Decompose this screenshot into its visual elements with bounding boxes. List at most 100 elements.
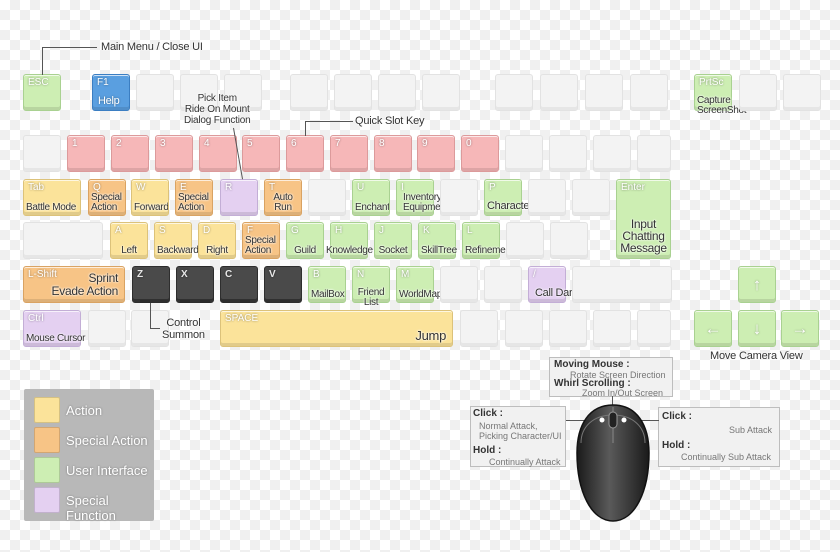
key-ralt[interactable] [460, 310, 498, 347]
key-f12[interactable] [630, 74, 668, 111]
key-extra[interactable] [637, 310, 671, 347]
key-f4[interactable] [224, 74, 262, 111]
key-3[interactable]: 3 [155, 135, 193, 172]
key-o[interactable] [440, 179, 478, 216]
key-j[interactable]: J Socket [374, 222, 412, 259]
key-f8[interactable] [422, 74, 460, 111]
zxcv-leader-v [150, 303, 151, 329]
key-esc[interactable]: ESC [23, 74, 61, 111]
key-f1[interactable]: F1 Help [92, 74, 130, 111]
key-9[interactable]: 9 [417, 135, 455, 172]
key-rbracket[interactable] [572, 179, 610, 216]
legend-swatch-user-interface [34, 457, 60, 483]
key-lshift[interactable]: L-Shift Sprint Evade Action [23, 266, 125, 303]
key-i[interactable]: I Inventory Equipment [396, 179, 448, 216]
key-comma[interactable] [440, 266, 478, 303]
key-rwin[interactable] [505, 310, 543, 347]
key-backspace[interactable] [637, 135, 671, 172]
key-g[interactable]: G Guild [286, 222, 324, 259]
key-space[interactable]: SPACE Jump [220, 310, 453, 347]
key-capslock[interactable] [23, 222, 103, 259]
key-l[interactable]: L Refinement [462, 222, 513, 259]
mouse-scroll-title: Whirl Scrolling : [554, 378, 631, 389]
key-d[interactable]: D Right [198, 222, 236, 259]
key-0[interactable]: 0 [461, 135, 499, 172]
key-e[interactable]: E Special Action [175, 179, 213, 216]
key-enter-action: Input Chatting Message [620, 217, 667, 255]
key-e-action: Special Action [178, 192, 209, 213]
key-period[interactable] [484, 266, 522, 303]
key-enter[interactable]: Enter Input Chatting Message [616, 179, 671, 259]
key-minus[interactable] [505, 135, 543, 172]
key-slash-label: / [533, 269, 536, 280]
right-click-title: Click : [662, 411, 693, 422]
key-5-label: 5 [247, 138, 253, 149]
key-w[interactable]: W Forward [131, 179, 169, 216]
key-a[interactable]: A Left [110, 222, 148, 259]
key-ctrl[interactable]: Ctrl Mouse Cursor [23, 310, 86, 347]
key-h[interactable]: H Knowledge [326, 222, 373, 259]
key-slash[interactable]: / Call DarkSpirit [528, 266, 601, 303]
key-f11[interactable] [585, 74, 623, 111]
key-pause[interactable] [783, 74, 821, 111]
key-t[interactable]: T Auto Run [264, 179, 302, 216]
key-backtick[interactable] [23, 135, 61, 172]
key-p[interactable]: P Character Info [484, 179, 553, 216]
key-v[interactable]: V [264, 266, 302, 303]
key-scrolllock[interactable] [739, 74, 777, 111]
key-z[interactable]: Z [132, 266, 170, 303]
left-hold-title: Hold : [473, 445, 502, 456]
key-f5[interactable] [290, 74, 328, 111]
key-l-label: L [467, 225, 473, 236]
right-hold-desc: Continually Sub Attack [681, 452, 772, 462]
key-arrow-right[interactable]: → [781, 310, 819, 347]
key-4-label: 4 [204, 138, 210, 149]
key-tab[interactable]: Tab Battle Mode [23, 179, 81, 216]
key-x[interactable]: X [176, 266, 214, 303]
key-r[interactable]: R [220, 179, 258, 216]
key-q[interactable]: Q Special Action [88, 179, 126, 216]
key-8[interactable]: 8 [374, 135, 412, 172]
key-q-label: Q [93, 182, 101, 193]
key-5[interactable]: 5 [242, 135, 280, 172]
key-4[interactable]: 4 [199, 135, 237, 172]
key-m[interactable]: M WorldMap [396, 266, 442, 303]
key-rctrl[interactable] [593, 310, 631, 347]
key-u[interactable]: U Enchant [352, 179, 390, 216]
key-c[interactable]: C [220, 266, 258, 303]
key-arrow-up[interactable]: ↑ [738, 266, 776, 303]
key-lbracket[interactable] [528, 179, 566, 216]
key-rshift[interactable] [572, 266, 672, 303]
key-f2[interactable] [136, 74, 174, 111]
key-f10[interactable] [540, 74, 578, 111]
key-b-action: MailBox [311, 289, 345, 300]
key-f9[interactable] [495, 74, 533, 111]
key-2[interactable]: 2 [111, 135, 149, 172]
key-prtsc[interactable]: PrtSc Capture ScreenShot [694, 74, 747, 116]
key-7[interactable]: 7 [330, 135, 368, 172]
key-quote[interactable] [550, 222, 588, 259]
key-y[interactable] [308, 179, 346, 216]
key-b[interactable]: B MailBox [308, 266, 346, 303]
key-6-label: 6 [291, 138, 297, 149]
key-l-action: Refinement [465, 245, 514, 256]
key-semicolon[interactable] [506, 222, 544, 259]
key-equals[interactable] [549, 135, 587, 172]
key-menu[interactable] [549, 310, 587, 347]
key-n[interactable]: N Friend List [352, 266, 390, 308]
key-1[interactable]: 1 [67, 135, 105, 172]
key-win[interactable] [88, 310, 126, 347]
key-arrow-left[interactable]: ← [694, 310, 732, 347]
key-backslash[interactable] [593, 135, 631, 172]
key-k[interactable]: K SkillTree [418, 222, 457, 259]
key-f6[interactable] [334, 74, 372, 111]
key-f7[interactable] [378, 74, 416, 111]
key-s[interactable]: S Backward [154, 222, 199, 259]
key-arrow-down[interactable]: ↓ [738, 310, 776, 347]
key-f3[interactable] [180, 74, 218, 111]
key-n-action: Friend List [357, 287, 385, 308]
key-6[interactable]: 6 [286, 135, 324, 172]
key-f[interactable]: F Special Action [242, 222, 280, 259]
key-z-label: Z [137, 269, 144, 280]
key-lshift-action2: Evade Action [51, 284, 119, 298]
